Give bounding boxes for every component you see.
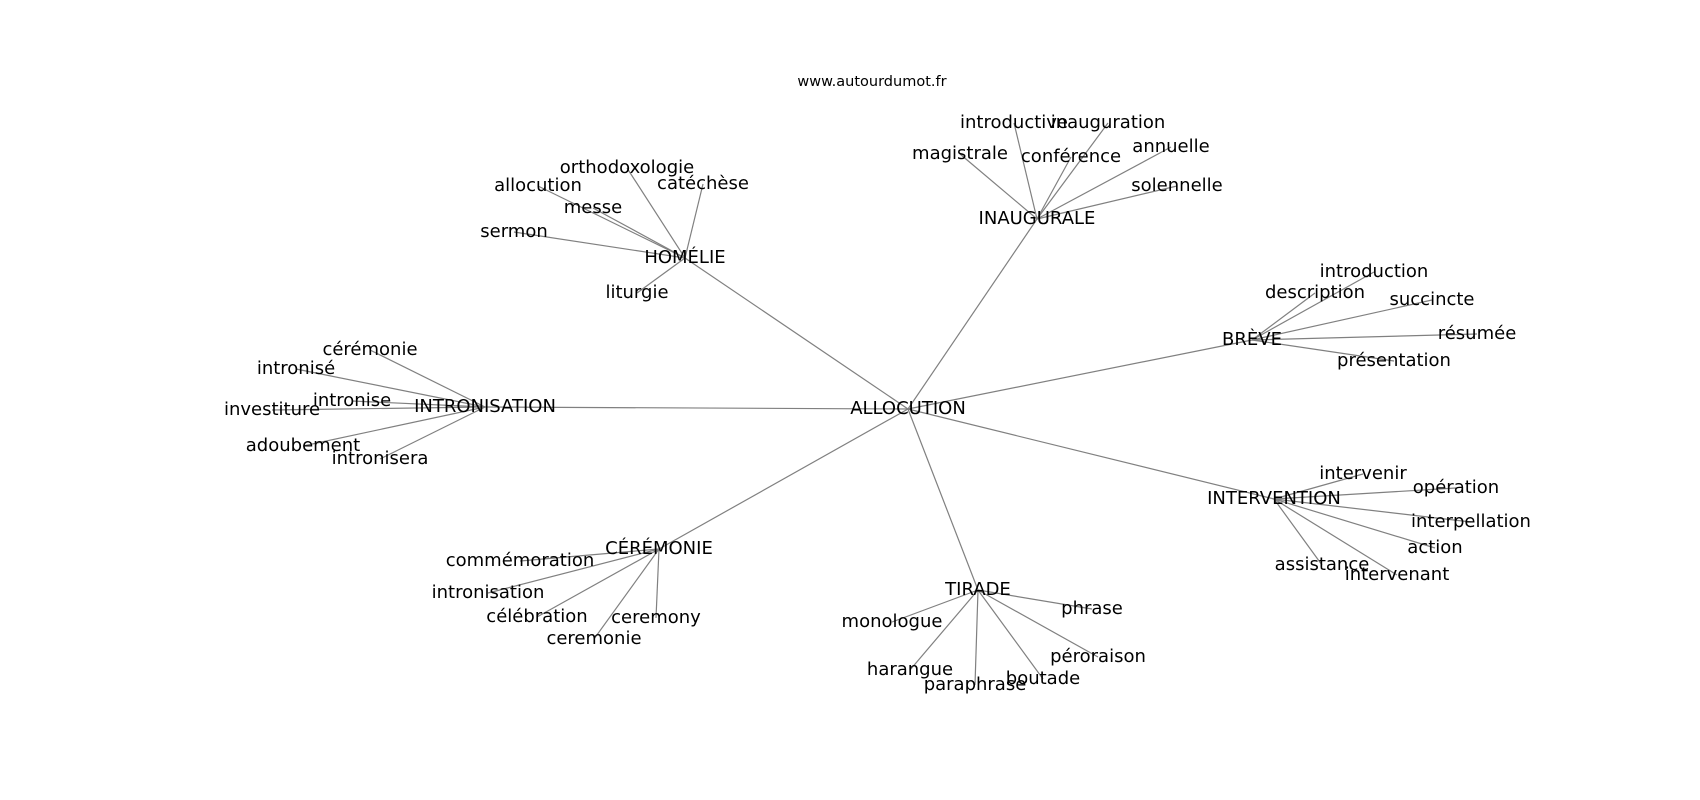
edge-root-hub: [684, 257, 909, 410]
edge-hub-leaf: [1273, 498, 1323, 566]
leaf-node: paraphrase: [924, 674, 1027, 695]
edge-hub-leaf: [593, 548, 660, 640]
edge-hub-leaf: [909, 589, 979, 671]
leaf-node: investiture: [224, 399, 320, 420]
leaf-node: intervenant: [1345, 564, 1450, 585]
leaf-node: commémoration: [446, 550, 595, 571]
edge-hub-leaf: [302, 406, 486, 447]
leaf-node: assistance: [1275, 554, 1370, 575]
leaf-node: monologue: [842, 611, 943, 632]
edge-hub-leaf: [1251, 292, 1316, 341]
leaf-node: allocution: [494, 175, 582, 196]
edge-hub-leaf: [1273, 498, 1398, 576]
edge-hub-leaf: [1036, 185, 1178, 220]
edge-hub-leaf: [891, 589, 979, 623]
edge-hub-leaf: [626, 167, 686, 259]
edge-hub-leaf: [351, 400, 486, 408]
hub-node: BRÈVE: [1222, 328, 1282, 350]
graph-edges: [271, 122, 1478, 686]
edge-hub-leaf: [977, 589, 1093, 610]
leaf-node: description: [1265, 282, 1365, 303]
leaf-node: résumée: [1438, 323, 1517, 344]
leaf-node: interpellation: [1411, 511, 1531, 532]
leaf-node: opération: [1413, 477, 1499, 498]
edge-hub-leaf: [655, 548, 660, 619]
leaf-node: sermon: [480, 221, 548, 242]
leaf-node: intronisera: [332, 448, 429, 469]
leaf-node: solennelle: [1131, 175, 1222, 196]
edge-hub-leaf: [974, 589, 979, 686]
leaf-node: célébration: [486, 606, 587, 627]
leaf-node: présentation: [1337, 350, 1451, 371]
leaf-node: phrase: [1061, 598, 1123, 619]
hub-node: INTERVENTION: [1207, 488, 1341, 509]
hub-node: HOMÉLIE: [644, 246, 725, 268]
edge-hub-leaf: [513, 231, 686, 259]
leaf-node: intervenir: [1319, 463, 1407, 484]
edge-hub-leaf: [537, 185, 686, 259]
edge-hub-leaf: [1251, 271, 1375, 341]
edge-root-hub: [484, 406, 909, 410]
edge-hub-leaf: [977, 589, 1044, 680]
edge-hub-leaf: [487, 548, 660, 594]
hub-node: CÉRÉMONIE: [605, 537, 713, 559]
edge-hub-leaf: [1036, 146, 1172, 220]
leaf-node: action: [1407, 537, 1462, 558]
edge-hub-leaf: [1013, 122, 1038, 220]
edge-hub-leaf: [592, 207, 686, 259]
edge-hub-leaf: [536, 548, 660, 618]
edge-hub-leaf: [519, 548, 660, 562]
graph-labels: www.autourdumot.fr ALLOCUTION HOMÉLIE orth…: [224, 74, 1531, 695]
edge-root-hub: [907, 408, 1275, 500]
leaf-node: intronisé: [257, 358, 335, 379]
edge-hub-leaf: [369, 349, 486, 408]
leaf-node: intronisation: [432, 582, 545, 603]
edge-hub-leaf: [271, 406, 486, 411]
edge-hub-leaf: [379, 406, 486, 460]
leaf-node: ceremonie: [546, 628, 641, 649]
leaf-node: cérémonie: [322, 339, 417, 360]
leaf-node: catéchèse: [657, 173, 749, 194]
leaf-node: liturgie: [605, 282, 668, 303]
leaf-node: intronise: [313, 390, 391, 411]
leaf-node: succincte: [1389, 289, 1474, 310]
edge-hub-leaf: [959, 153, 1038, 220]
leaf-node: inauguration: [1051, 112, 1166, 133]
edge-hub-leaf: [295, 368, 486, 408]
edge-hub-leaf: [1273, 498, 1472, 523]
edge-root-hub: [907, 218, 1038, 410]
edge-hub-leaf: [1273, 487, 1457, 500]
edge-hub-leaf: [1251, 299, 1433, 341]
leaf-node: adoubement: [246, 435, 360, 456]
leaf-node: boutade: [1006, 668, 1080, 689]
leaf-node: annuelle: [1132, 136, 1209, 157]
leaf-node: introductive: [960, 112, 1068, 133]
edge-root-hub: [907, 339, 1253, 410]
edge-root-hub: [907, 408, 979, 591]
hub-node: INTRONISATION: [414, 396, 556, 417]
edge-hub-leaf: [1036, 122, 1109, 220]
leaf-node: introduction: [1320, 261, 1429, 282]
leaf-node: conférence: [1021, 146, 1121, 167]
edge-hub-leaf: [636, 257, 686, 294]
hub-node: INAUGURALE: [979, 208, 1096, 229]
edge-hub-leaf: [1036, 156, 1072, 220]
leaf-node: péroraison: [1050, 646, 1146, 667]
hub-node: TIRADE: [944, 579, 1011, 600]
source-watermark: www.autourdumot.fr: [797, 74, 946, 90]
leaf-node: magistrale: [912, 143, 1008, 164]
leaf-node: ceremony: [611, 607, 701, 628]
root-node: ALLOCUTION: [850, 398, 966, 419]
edge-hub-leaf: [684, 183, 704, 259]
edge-hub-leaf: [977, 589, 1099, 658]
edge-hub-leaf: [1273, 498, 1436, 549]
edge-hub-leaf: [1251, 339, 1395, 362]
edge-root-hub: [658, 408, 909, 550]
leaf-node: orthodoxologie: [560, 157, 694, 178]
leaf-node: messe: [564, 197, 622, 218]
edge-hub-leaf: [1251, 333, 1478, 341]
leaf-node: harangue: [867, 659, 953, 680]
edge-hub-leaf: [1273, 473, 1364, 500]
